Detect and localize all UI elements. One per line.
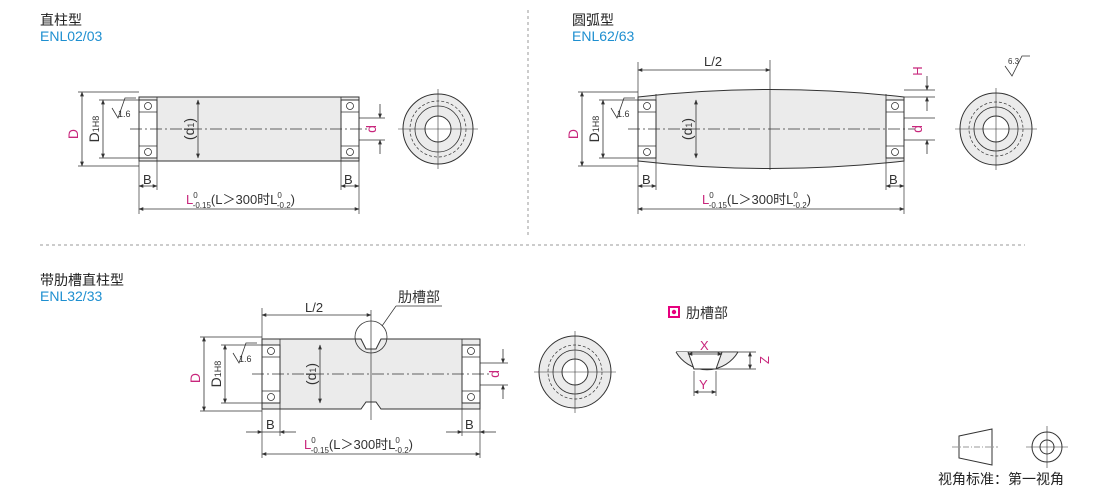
title-grooved: 带肋槽直柱型 [40,273,124,289]
label-B-right-arc: B [889,172,898,187]
label-D-grooved: D [187,373,203,383]
label-D1-straight: D1H8 [86,116,102,143]
roughness-grooved: 1.6 [239,354,252,364]
tolerance-straight: L0-0.15(L＞300时L0-0.2) [186,191,295,210]
label-B-left-arc: B [642,172,651,187]
label-d1-arc: (d1) [679,118,695,140]
roughness-arc: 1.6 [617,109,630,119]
label-B-right-grooved: B [465,417,474,432]
first-angle-projection-symbol [952,426,1068,468]
arc-roller-end-view [955,88,1037,170]
label-d-grooved: d [486,370,502,378]
grooved-roller-side-view [200,305,508,458]
label-D1-grooved: D1H8 [208,361,224,388]
tolerance-grooved: L0-0.15(L＞300时L0-0.2) [304,436,413,455]
label-H-arc: H [910,66,925,75]
label-Y: Y [699,377,708,392]
legend-groove-section: 肋槽部 [686,305,728,321]
label-Z: Z [757,356,772,364]
arc-roller-side-view [578,55,1030,214]
straight-roller-side-view [78,91,385,214]
groove-section-detail [668,306,756,396]
label-B-left-straight: B [143,172,152,187]
label-d-straight: d [363,125,379,133]
label-D-arc: D [565,129,581,139]
label-X: X [700,338,709,353]
label-d1-straight: (d1) [181,118,197,140]
code-straight: ENL02/03 [40,28,103,44]
roughness-top-arc: 6.3 [1008,57,1020,66]
label-d1-grooved: (d1) [303,363,319,385]
label-half-length-grooved: L/2 [305,300,323,315]
label-d-arc: d [909,125,925,133]
code-arc: ENL62/63 [572,28,635,44]
projection-text: 视角标准：第一视角 [938,471,1064,487]
label-half-length-arc: L/2 [704,54,722,69]
label-B-right-straight: B [344,172,353,187]
roughness-straight: 1.6 [118,109,131,119]
grooved-roller-end-view [534,331,616,413]
label-D1-arc: D1H8 [586,116,602,143]
straight-roller-end-view [398,89,478,169]
label-D-straight: D [65,129,81,139]
label-groove-callout: 肋槽部 [398,289,440,305]
tolerance-arc: L0-0.15(L＞300时L0-0.2) [702,191,811,210]
title-arc: 圆弧型 [572,13,614,29]
code-grooved: ENL32/33 [40,288,103,304]
label-B-left-grooved: B [266,417,275,432]
title-straight: 直柱型 [40,13,82,29]
